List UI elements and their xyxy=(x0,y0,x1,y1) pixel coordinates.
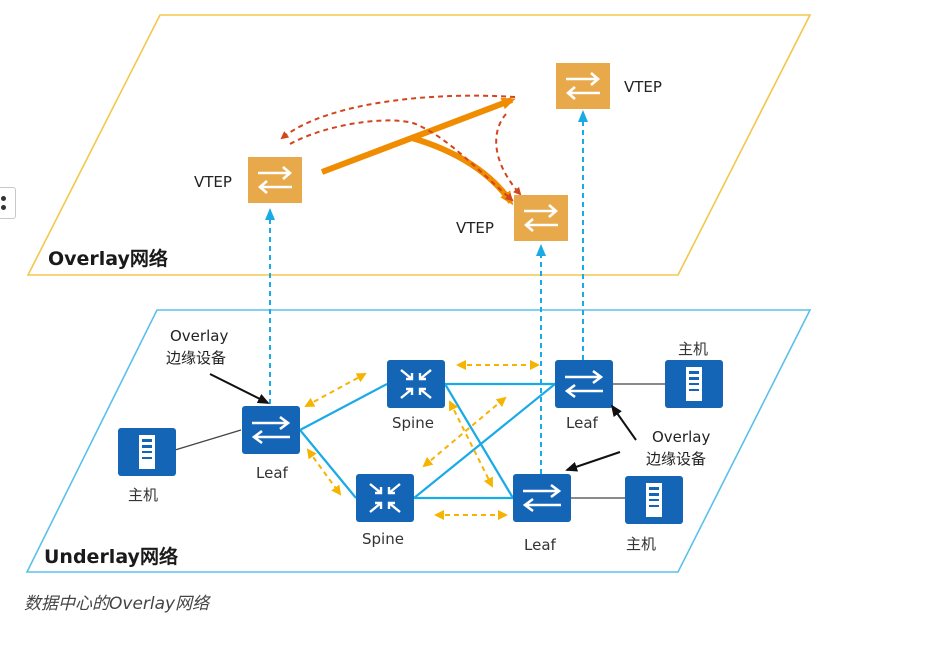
overlay-title: Overlay网络 xyxy=(48,247,168,270)
host-left: 主机 xyxy=(118,428,176,504)
host-label: 主机 xyxy=(678,340,708,358)
leaf-label: Leaf xyxy=(566,414,599,432)
underlay-plane xyxy=(25,309,812,573)
vtep-left: VTEP xyxy=(194,155,304,205)
spine-label: Spine xyxy=(362,530,404,548)
vtep-middle: VTEP xyxy=(456,193,570,243)
spine-bottom: Spine xyxy=(354,472,416,548)
annotation-line1: Overlay xyxy=(652,428,710,446)
vtep-switch-icon xyxy=(512,193,570,243)
vtep-label: VTEP xyxy=(194,173,232,191)
figure-caption: 数据中心的Overlay网络 xyxy=(24,594,210,614)
server-icon xyxy=(625,476,683,524)
vtep-top-right: VTEP xyxy=(554,61,662,111)
spine-switch-icon xyxy=(354,472,416,524)
pointer-arrow xyxy=(610,404,637,441)
leaf-switch-icon xyxy=(240,404,302,456)
routing-arrows xyxy=(304,360,540,520)
spine-switch-icon xyxy=(385,358,447,410)
host-label: 主机 xyxy=(128,486,158,504)
leaf-top-right: Leaf xyxy=(553,358,615,432)
traffic-arrows xyxy=(280,94,522,202)
pointer-arrow xyxy=(209,373,270,404)
annotation-line2: 边缘设备 xyxy=(166,349,226,367)
side-tab[interactable] xyxy=(0,187,16,219)
annotation-line2: 边缘设备 xyxy=(646,450,706,468)
overlay-plane xyxy=(26,14,812,276)
leaf-switch-icon xyxy=(553,358,615,410)
edge-annotation-right: Overlay 边缘设备 xyxy=(565,404,710,472)
vtep-switch-icon xyxy=(246,155,304,205)
leaf-switch-icon xyxy=(511,472,573,524)
host-bottom-right: 主机 xyxy=(625,476,683,553)
edge-annotation-left: Overlay 边缘设备 xyxy=(166,327,270,404)
host-top-right: 主机 xyxy=(665,340,723,408)
server-icon xyxy=(118,428,176,476)
host-label: 主机 xyxy=(626,535,656,553)
spine-label: Spine xyxy=(392,414,434,432)
leaf-label: Leaf xyxy=(256,464,289,482)
vxlan-tunnel xyxy=(320,97,516,206)
spine-top: Spine xyxy=(385,358,447,432)
server-icon xyxy=(665,360,723,408)
underlay-title: Underlay网络 xyxy=(44,545,178,568)
leaf-bottom-right: Leaf xyxy=(511,472,573,554)
dot-icon xyxy=(1,196,6,201)
leaf-label: Leaf xyxy=(524,536,557,554)
leaf-left: Leaf xyxy=(240,404,302,482)
vtep-switch-icon xyxy=(554,61,612,111)
pointer-arrow xyxy=(565,451,621,472)
mapping-arrows xyxy=(265,110,588,474)
vtep-label: VTEP xyxy=(624,78,662,96)
vtep-label: VTEP xyxy=(456,219,494,237)
host-links xyxy=(174,383,665,499)
dot-icon xyxy=(1,205,6,210)
annotation-line1: Overlay xyxy=(170,327,228,345)
